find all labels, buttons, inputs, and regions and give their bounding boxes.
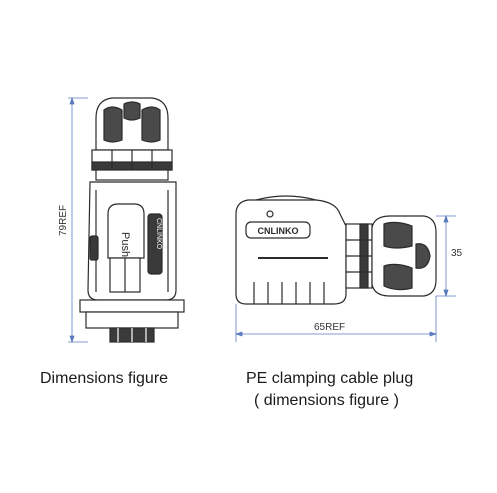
lock-dot bbox=[266, 210, 274, 218]
horizontal-plug-drawing bbox=[235, 195, 437, 305]
height-dimension bbox=[68, 96, 88, 344]
diameter-dimension bbox=[436, 214, 456, 298]
brand-label-vertical: CNLINKO bbox=[155, 218, 162, 250]
height-label: 79REF bbox=[58, 205, 69, 236]
gland-cap-lobe bbox=[123, 101, 141, 121]
gland-cap-lobe bbox=[103, 106, 123, 143]
push-button bbox=[107, 203, 145, 259]
diameter-label: 35 bbox=[451, 248, 463, 259]
flange bbox=[79, 299, 185, 313]
gland-cap-lobe bbox=[141, 106, 161, 143]
plug-body bbox=[235, 199, 347, 305]
brand-badge bbox=[245, 221, 311, 239]
plug-cap-lobe bbox=[415, 243, 431, 269]
width-label: 65REF bbox=[314, 322, 345, 333]
width-dimension bbox=[234, 296, 438, 342]
push-label: Push bbox=[119, 232, 131, 257]
brand-strip bbox=[147, 213, 163, 275]
plug-cap-lobe bbox=[383, 263, 413, 291]
brand-label-horizontal: CNLINKO bbox=[258, 226, 299, 236]
caption-left: Dimensions figure bbox=[40, 370, 169, 387]
gland-nut-collar bbox=[95, 169, 169, 181]
caption-right-subtitle: ( dimensions figure ) bbox=[254, 392, 399, 409]
vertical-connector-drawing bbox=[79, 97, 185, 343]
caption-right-title: PE clamping cable plug bbox=[246, 370, 414, 387]
plug-cap-lobe bbox=[383, 221, 413, 249]
flange-plate bbox=[85, 311, 179, 329]
